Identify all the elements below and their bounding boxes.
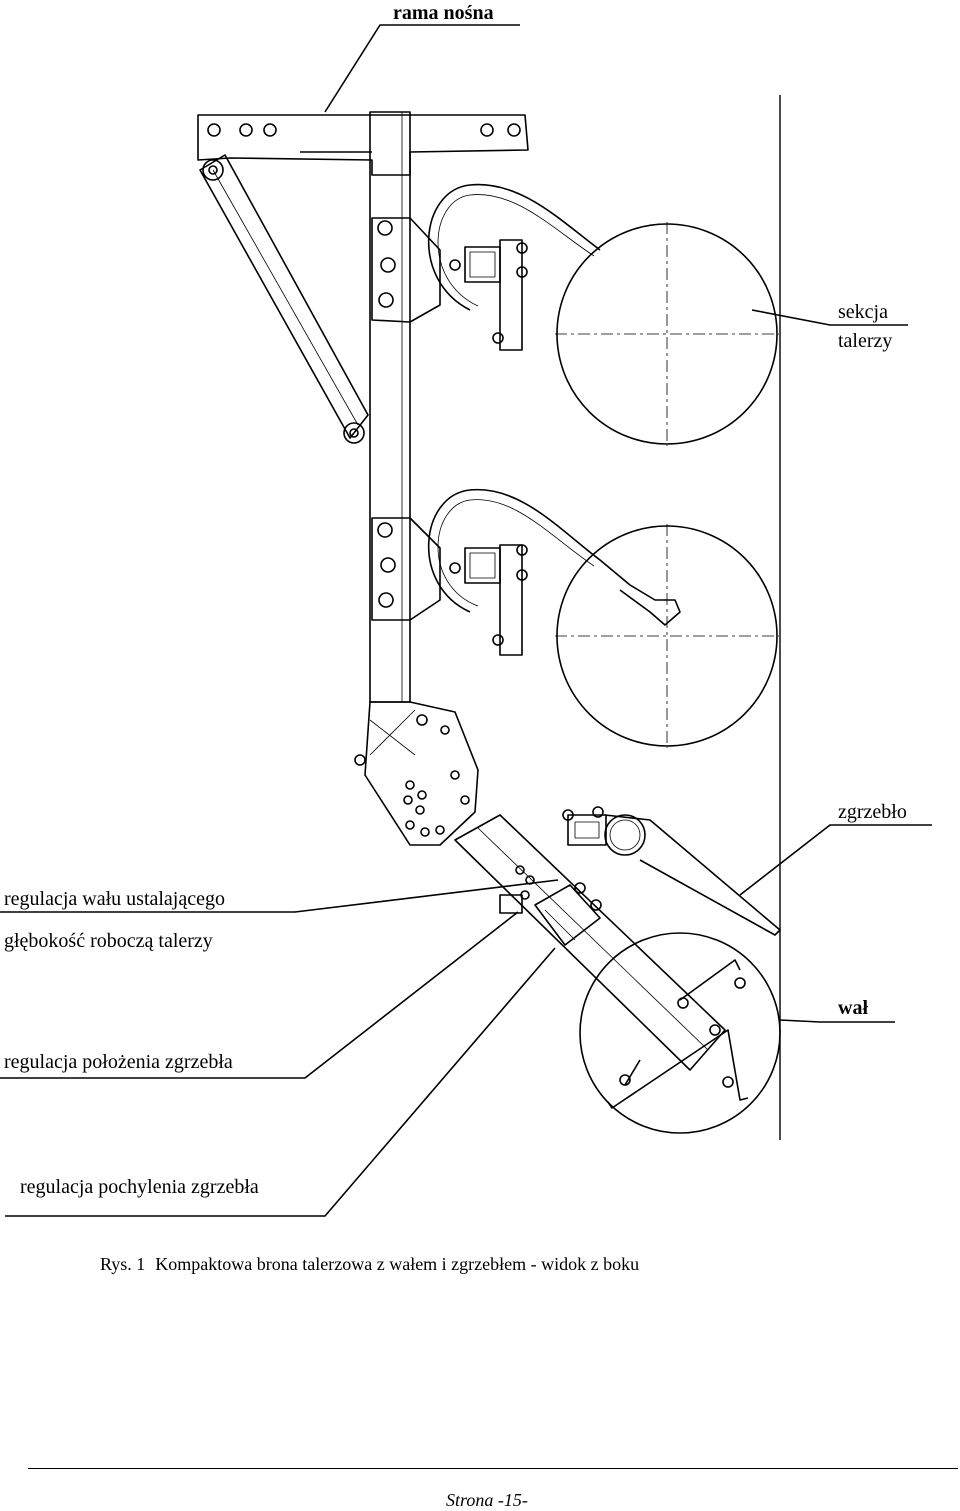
label-regulacja-walu-line2: głębokość roboczą talerzy [4,930,213,952]
figure-caption: Rys. 1 Kompaktowa brona talerzowa z wałem… [100,1254,649,1275]
upper-disc-bracket [371,217,441,323]
roller-arm [454,814,726,1071]
label-sekcja-line2: talerzy [838,330,893,352]
page-number: Strona -15- [446,1490,528,1510]
label-regulacja-pochylenia: regulacja pochylenia zgrzebła [20,1176,259,1198]
lower-spring-arm [427,488,681,626]
upper-spring-arm [427,183,601,311]
lower-disc-bracket [371,517,441,621]
leader-regulacja-polozenia [0,911,519,1079]
leader-regulacja-walu [0,879,559,913]
leader-wal [779,1019,895,1023]
roller-mount-plate [364,701,479,846]
leader-zgrzeblo [739,824,932,896]
leader-sekcja-talerzy [751,309,908,326]
label-wal: wał [838,997,868,1019]
rake-tube [604,814,646,856]
diagonal-brace [199,154,369,439]
arm-clamp [534,884,601,946]
leader-regulacja-pochylenia [5,947,556,1217]
top-frame-bar [197,114,529,176]
label-rama-nosna: rama nośna [393,2,494,24]
footer-divider [28,1468,958,1469]
roller [579,932,781,1134]
label-regulacja-polozenia: regulacja położenia zgrzebła [4,1051,233,1073]
caption-prefix: Rys. 1 [100,1254,146,1274]
main-vertical-beam [369,111,411,703]
rake-holder [567,814,607,846]
leader-rama-nosna [324,24,520,113]
caption-text: Kompaktowa brona talerzowa z wałem i zgr… [155,1254,640,1274]
label-sekcja-line1: sekcja [838,301,888,323]
label-zgrzeblo: zgrzebło [838,801,907,823]
label-regulacja-walu-line1: regulacja wału ustalającego [4,888,225,910]
rake-tine [604,814,781,936]
